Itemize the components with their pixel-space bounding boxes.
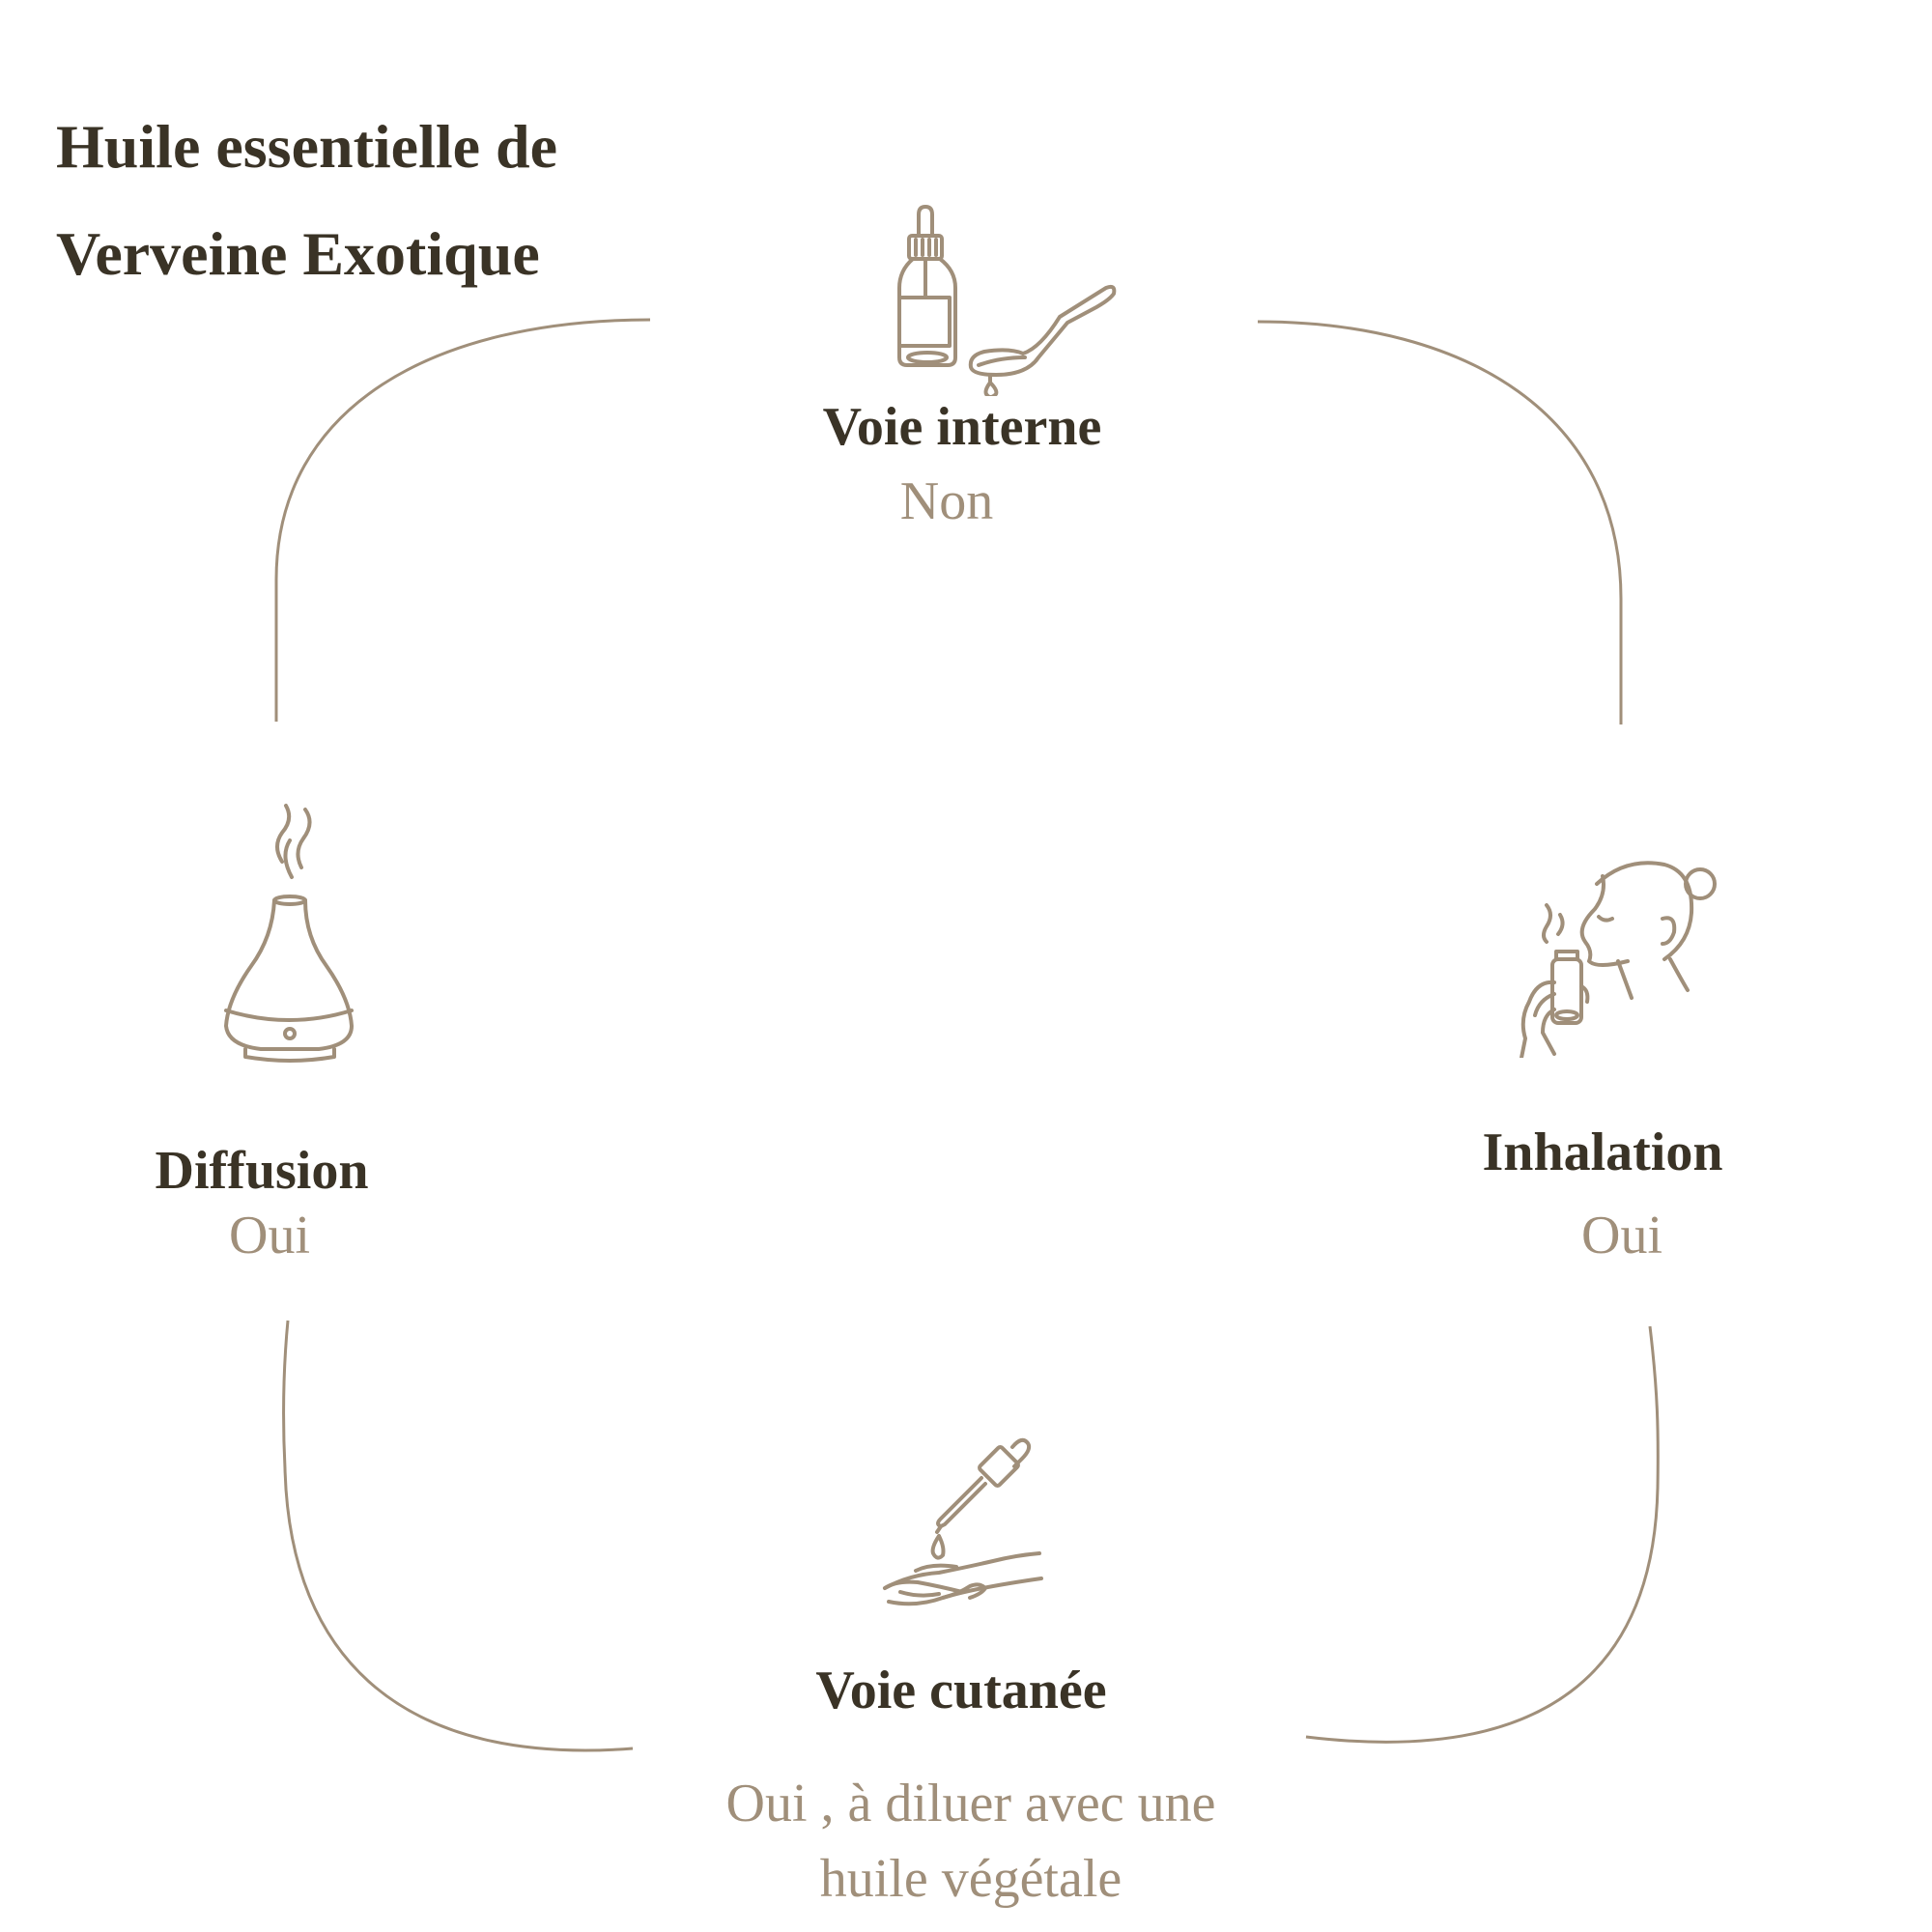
usage-value-voie-cutanee: Oui , à diluer avec une huile végétale — [725, 1774, 1216, 1909]
title-line-2: Verveine Exotique — [56, 219, 540, 288]
dropper-bottle-and-spoon-icon — [897, 205, 1117, 396]
usage-value-inhalation: Oui — [1581, 1206, 1662, 1265]
usage-value-voie-interne: Non — [899, 471, 994, 531]
woman-smelling-bottle-icon — [1520, 861, 1717, 1058]
usage-label-voie-interne: Voie interne — [822, 397, 1102, 457]
title-line-1: Huile essentielle de — [56, 112, 558, 181]
curve-bottom-right — [1305, 1325, 1660, 1744]
usage-label-diffusion: Diffusion — [155, 1141, 369, 1201]
usage-value-diffusion: Oui — [229, 1206, 310, 1265]
diffuser-icon — [224, 804, 354, 1063]
curve-top-left — [274, 318, 651, 722]
usage-label-inhalation: Inhalation — [1482, 1122, 1723, 1182]
page-title: Huile essentielle de Verveine Exotique — [56, 93, 732, 307]
curve-bottom-left — [281, 1320, 634, 1752]
dropper-over-hand-icon — [883, 1437, 1043, 1606]
usage-label-voie-cutanee: Voie cutanée — [815, 1661, 1107, 1720]
curve-top-right — [1257, 320, 1623, 724]
